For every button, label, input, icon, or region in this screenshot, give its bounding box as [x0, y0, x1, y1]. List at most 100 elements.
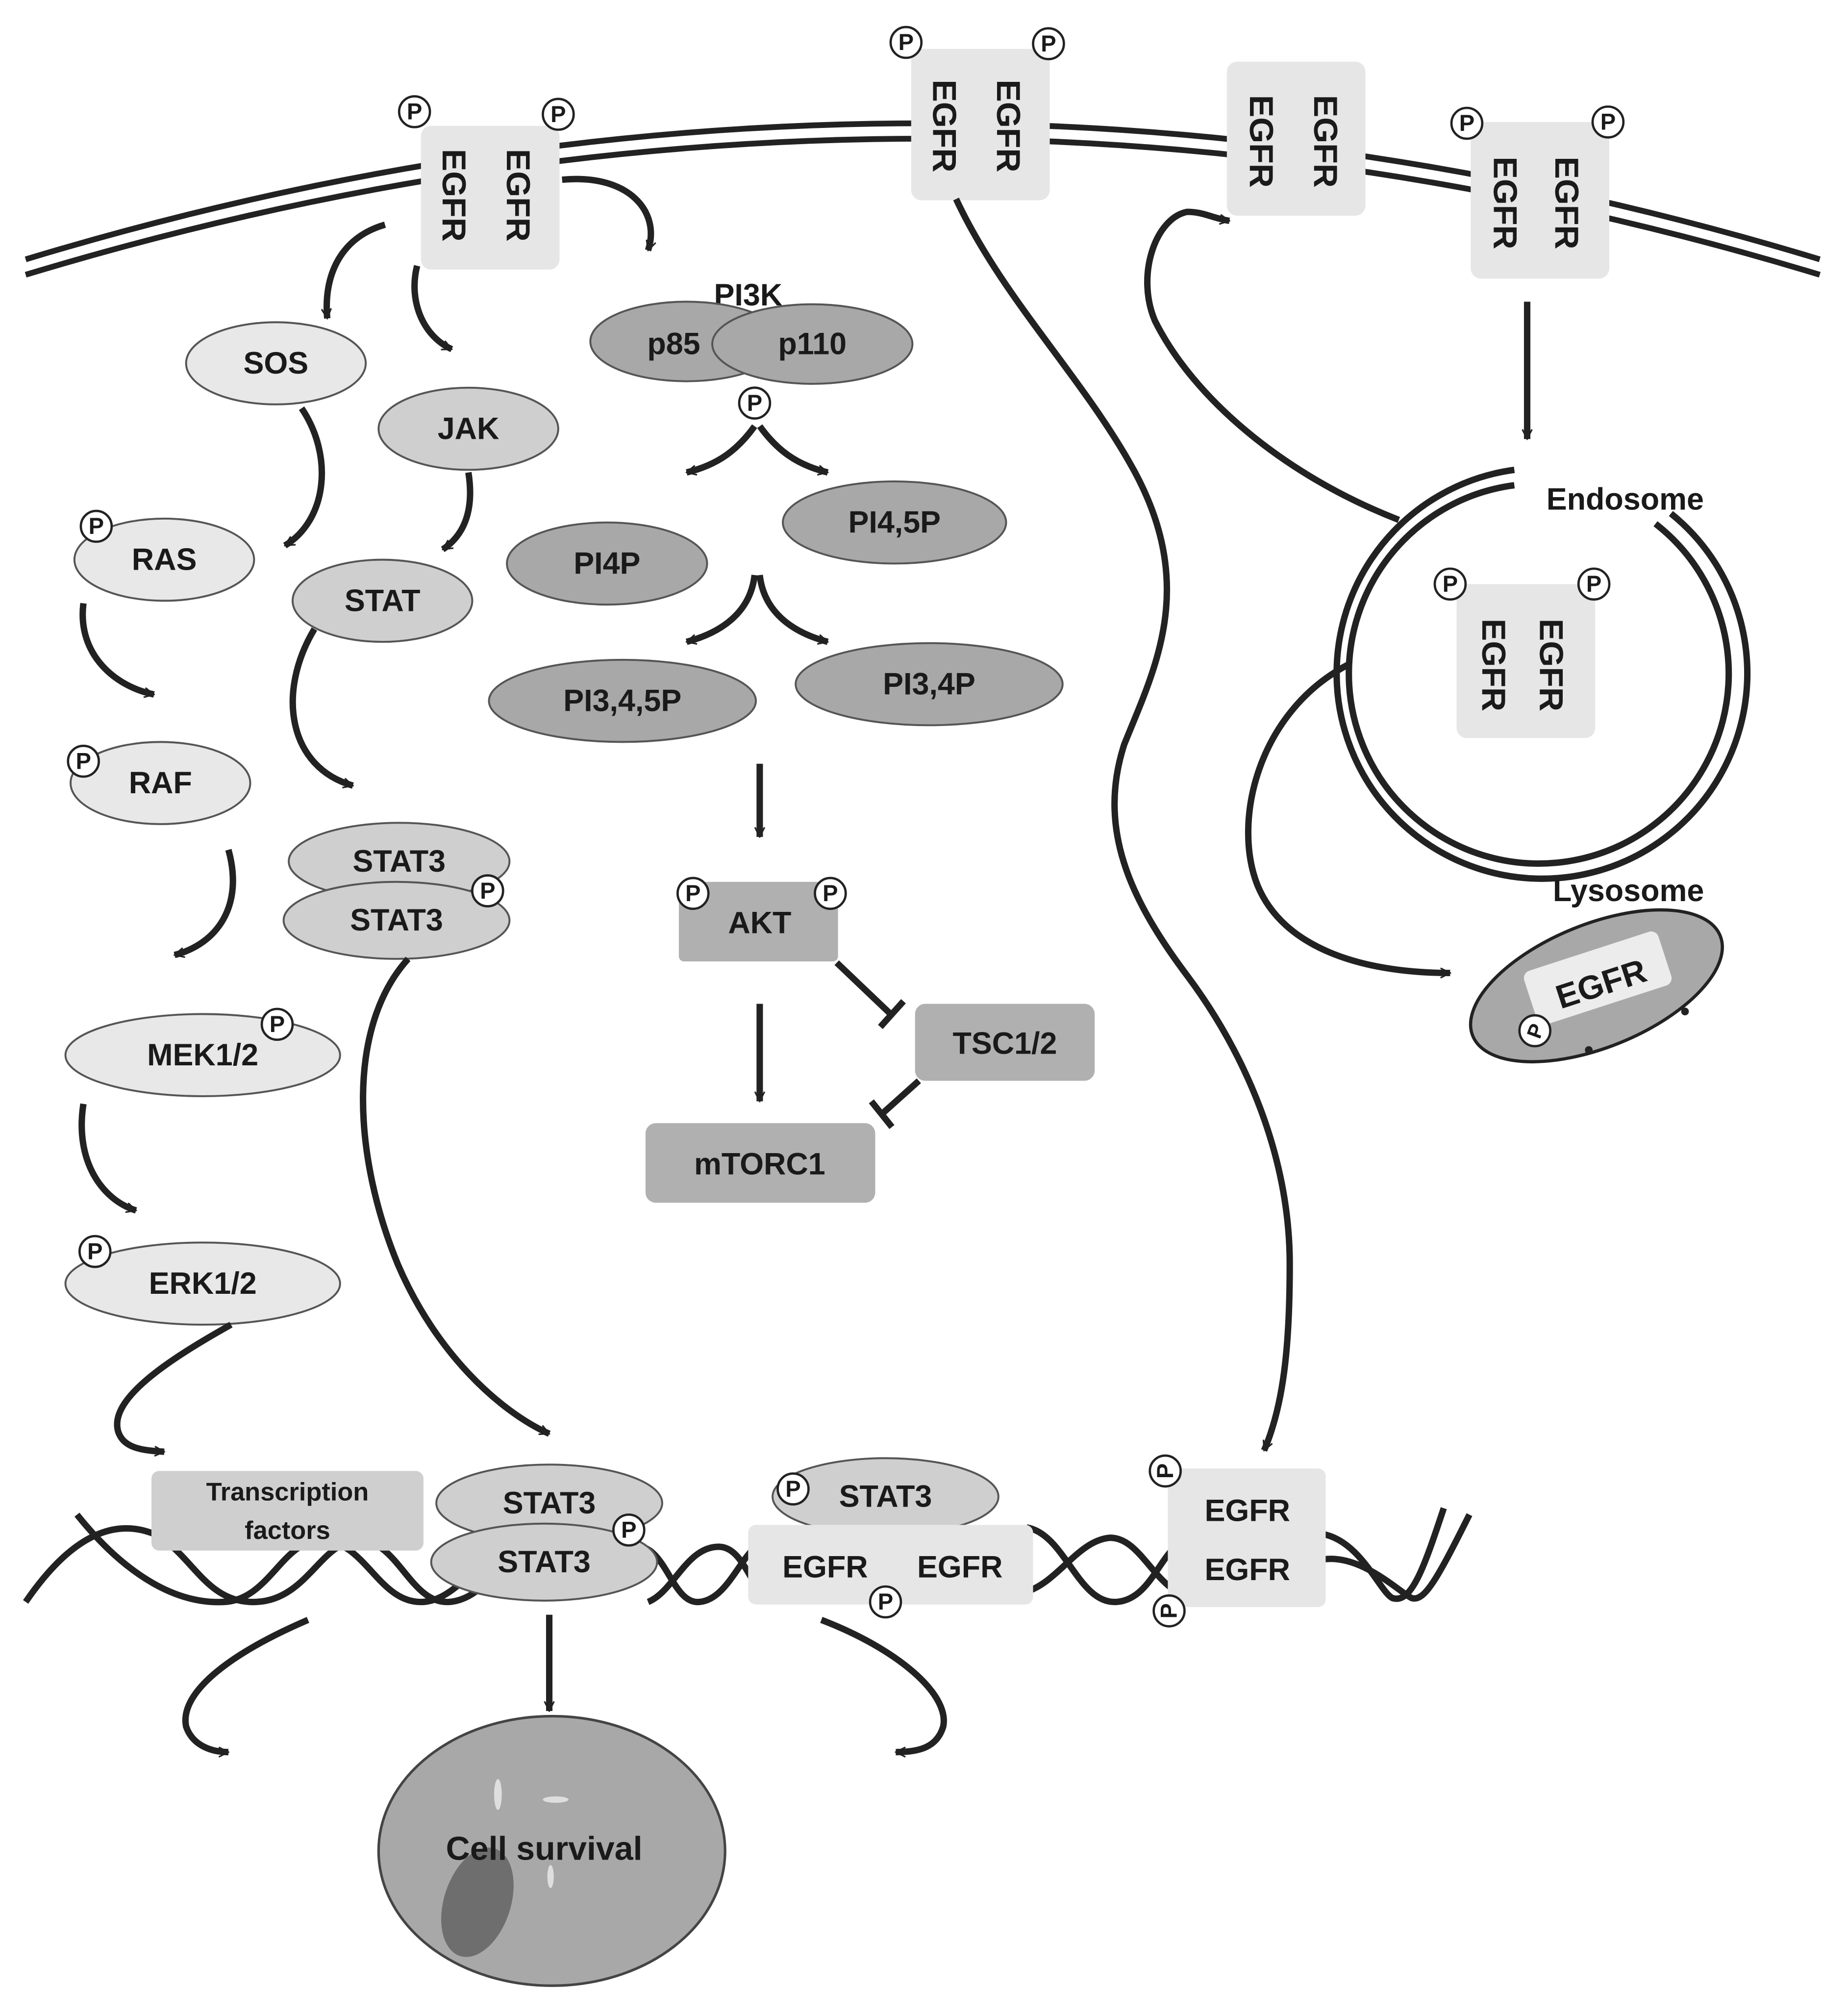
ras-node	[73, 517, 255, 602]
egfr-label: EGFR	[1307, 95, 1344, 188]
p110-label: p110	[778, 327, 847, 361]
svg-text:P: P	[747, 390, 762, 416]
stat-label: STAT	[345, 583, 421, 618]
pi345p-label: PI3,4,5P	[563, 684, 681, 718]
egfr-label: EGFR	[990, 79, 1027, 172]
pi3k-pathway: PI3K p85 p110 PI4,5P PI4P PI3,4,5P PI3,4…	[488, 278, 1095, 1203]
egfr-dimer-right: EGFR EGFR	[1471, 122, 1610, 279]
phospho-marker: P	[68, 746, 99, 777]
stat3-label: STAT3	[498, 1545, 591, 1579]
egfr-label: EGFR	[1548, 157, 1585, 250]
svg-text:P: P	[1459, 110, 1474, 136]
stat3-dimer-bottom	[282, 881, 511, 960]
phospho-marker: P	[1520, 1015, 1550, 1046]
egfr-label: EGFR	[1204, 1494, 1290, 1528]
phospho-marker: P	[613, 1514, 644, 1545]
mek-label: MEK1/2	[147, 1038, 258, 1072]
svg-text:P: P	[89, 513, 104, 539]
svg-text:P: P	[823, 880, 838, 906]
stat3-label: STAT3	[503, 1486, 596, 1520]
svg-text:P: P	[75, 748, 91, 774]
svg-text:P: P	[1586, 571, 1601, 597]
egfr-label: EGFR	[1533, 619, 1570, 711]
egfr-dimer-recycled: EGFR EGFR	[1226, 61, 1366, 216]
phospho-marker: P	[1451, 108, 1482, 139]
p110-node	[711, 303, 914, 385]
egfr-label: EGFR	[1475, 619, 1512, 711]
jak-label: JAK	[438, 412, 499, 446]
svg-text:P: P	[1443, 571, 1458, 597]
pi34p-label: PI3,4P	[883, 667, 975, 702]
svg-text:P: P	[87, 1238, 102, 1264]
nuclear-complexes: Transcription factors STAT3 STAT3 STAT3 …	[151, 1457, 1326, 1607]
mtorc1-label: mTORC1	[694, 1147, 825, 1182]
phospho-marker: P	[1154, 1595, 1185, 1626]
pi45p-label: PI4,5P	[848, 505, 941, 540]
phospho-marker: P	[543, 99, 574, 130]
stat-node	[291, 558, 474, 643]
phospho-marker: P	[677, 878, 708, 909]
akt-label: AKT	[728, 906, 791, 940]
jak-stat-pathway: JAK STAT STAT3 STAT3	[282, 386, 559, 960]
phospho-marker: P	[262, 1009, 293, 1040]
phospho-marker: P	[79, 1236, 110, 1267]
phospho-marker: P	[1033, 28, 1064, 59]
pi34p-node	[795, 642, 1064, 727]
jak-node	[377, 386, 559, 471]
tsc-label: TSC1/2	[952, 1027, 1057, 1061]
egfr-label: EGFR	[435, 149, 473, 242]
phospho-marker: P	[1593, 106, 1623, 137]
mapk-pathway: SOS RAS RAF MEK1/2 ERK1/2	[64, 321, 367, 1326]
sos-node	[185, 321, 367, 405]
cell-survival-label: Cell survival	[446, 1830, 643, 1867]
raf-label: RAF	[129, 766, 192, 800]
svg-text:P: P	[878, 1588, 893, 1614]
svg-text:P: P	[1156, 1603, 1182, 1618]
egfr-label: EGFR	[499, 149, 537, 242]
tsc-box	[915, 1004, 1095, 1081]
pi345p-node	[488, 658, 757, 743]
egfr-label: EGFR	[782, 1550, 868, 1585]
pi4p-label: PI4P	[574, 546, 640, 580]
svg-text:P: P	[621, 1517, 636, 1543]
nuclear-egfr-pair-box	[748, 1525, 1033, 1605]
lysosome: Lysosome EGFR	[1469, 874, 1724, 1063]
phospho-markers: P P P P P P P P P P P P P P P P P P P P …	[68, 27, 1623, 1626]
egfr-dimer-left: EGFR EGFR	[421, 126, 560, 270]
raf-node	[70, 741, 251, 825]
nuclear-stat3-bottom	[430, 1522, 658, 1602]
stat3-label: STAT3	[350, 903, 443, 937]
stat3-label: STAT3	[352, 844, 446, 879]
transcription-factors-box	[151, 1471, 424, 1551]
phospho-marker: P	[891, 27, 922, 58]
phospho-marker: P	[399, 96, 430, 127]
phospho-marker: P	[815, 878, 846, 909]
tf-label-line2: factors	[245, 1516, 330, 1545]
phospho-marker: P	[778, 1474, 809, 1505]
svg-text:P: P	[1041, 30, 1056, 56]
tf-label-line1: Transcription	[206, 1478, 369, 1507]
phospho-marker: P	[870, 1586, 901, 1617]
sos-label: SOS	[244, 346, 309, 380]
svg-text:P: P	[480, 878, 495, 904]
egfr-label: EGFR	[925, 79, 963, 172]
egfr-label: EGFR	[1243, 95, 1280, 188]
phospho-marker: P	[1435, 569, 1466, 600]
egfr-label: EGFR	[1486, 157, 1523, 250]
egfr-label: EGFR	[917, 1550, 1003, 1585]
endosome-label: Endosome	[1547, 482, 1704, 517]
p85-label: p85	[647, 327, 700, 361]
akt-box	[678, 881, 838, 962]
egfr-dimer-top-center: EGFR EGFR	[911, 49, 1050, 201]
cell-survival: Cell survival	[377, 1714, 726, 1987]
ras-label: RAS	[132, 543, 197, 577]
svg-text:P: P	[1152, 1463, 1178, 1479]
svg-text:P: P	[1600, 109, 1616, 135]
svg-text:P: P	[270, 1011, 285, 1037]
svg-text:P: P	[899, 29, 914, 55]
pi4p-node	[506, 521, 708, 606]
erk-label: ERK1/2	[149, 1266, 257, 1301]
nuclear-egfr-dimer-box	[1168, 1468, 1326, 1607]
svg-text:P: P	[685, 880, 700, 906]
